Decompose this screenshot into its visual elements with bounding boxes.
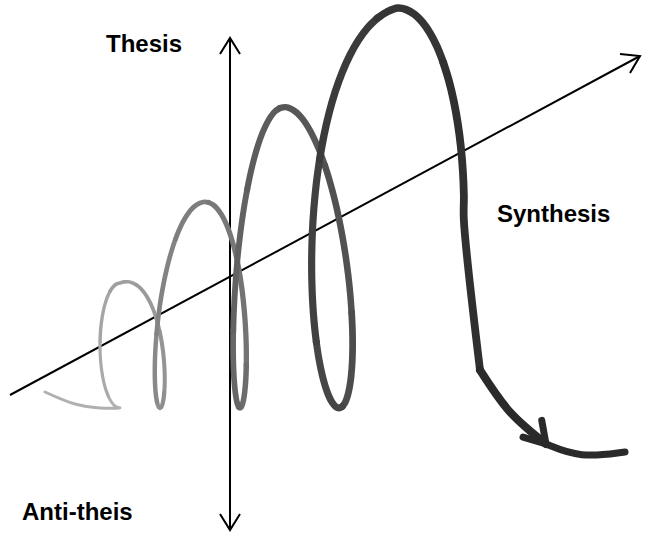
- arrow-head: [220, 514, 240, 530]
- spiral-segment: [176, 202, 209, 239]
- spiral-segment: [480, 370, 546, 444]
- inclined-axis: [10, 56, 640, 395]
- spiral-segment: [320, 18, 378, 159]
- spiral-segment: [100, 291, 110, 342]
- spiral-tail: [546, 444, 625, 455]
- spiral-segment: [233, 331, 239, 407]
- spiral-segment: [377, 8, 443, 62]
- spiral-segment: [160, 331, 165, 393]
- spiral-segment: [209, 202, 238, 261]
- spiral-segment: [157, 239, 176, 334]
- spiral-segment: [247, 108, 280, 189]
- axis-label: Anti-theis: [22, 498, 133, 527]
- axes: [10, 38, 640, 530]
- axis-label: Thesis: [106, 30, 182, 59]
- spiral-segment: [110, 282, 136, 291]
- spiral-segment: [312, 159, 320, 342]
- spiral-segment: [233, 189, 247, 330]
- spiral-segment: [155, 334, 157, 402]
- vertical-axis: [229, 40, 231, 528]
- axis-label: Synthesis: [497, 200, 610, 229]
- arrow-head: [220, 38, 240, 54]
- arrow-head: [523, 420, 546, 444]
- spiral-segment: [325, 165, 352, 312]
- spiral-segment: [342, 313, 352, 407]
- arrow-head: [620, 54, 640, 73]
- spiral-segment: [316, 342, 342, 408]
- spiral: [45, 8, 625, 455]
- spiral-segment: [239, 365, 247, 408]
- spiral-segment: [443, 62, 480, 370]
- spiral-segment: [100, 342, 108, 396]
